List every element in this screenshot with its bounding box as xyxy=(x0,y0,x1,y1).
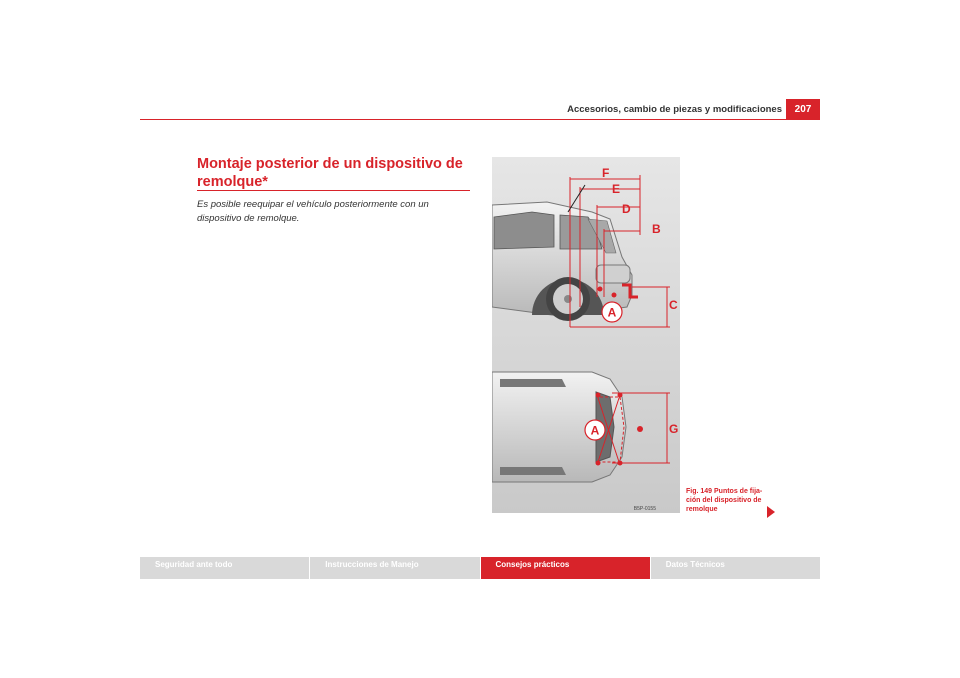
label-e: E xyxy=(612,182,620,196)
tow-ball xyxy=(622,283,638,299)
label-g: G xyxy=(669,422,678,436)
car-top-view xyxy=(491,371,627,483)
tab-instrucciones[interactable]: Instrucciones de Manejo xyxy=(310,557,481,579)
page-number: 207 xyxy=(786,99,820,119)
dimension-lines xyxy=(569,175,670,466)
label-a-top: A xyxy=(584,419,606,441)
intro-text: Es posible reequipar el vehículo posteri… xyxy=(197,199,429,224)
section-title: Montaje posterior de un dispositivo de r… xyxy=(197,156,463,190)
footer-nav: Seguridad ante todo Instrucciones de Man… xyxy=(140,557,820,579)
tab-datos[interactable]: Datos Técnicos xyxy=(650,557,820,579)
header-title: Accesorios, cambio de piezas y modificac… xyxy=(567,104,782,115)
label-a-side: A xyxy=(601,301,623,323)
tow-hitch-figure: F E D B C G A A B5P-0155 xyxy=(491,157,680,513)
figure-caption: Fig. 149 Puntos de fija-ción del disposi… xyxy=(686,488,763,513)
label-a-side-text: A xyxy=(608,306,617,320)
figure-code: B5P-0155 xyxy=(634,506,656,512)
label-f: F xyxy=(602,166,609,180)
tab-consejos[interactable]: Consejos prácticos xyxy=(480,557,651,579)
label-c: C xyxy=(669,298,678,312)
header-rule xyxy=(140,119,820,120)
tab-seguridad[interactable]: Seguridad ante todo xyxy=(140,557,311,579)
section-rule xyxy=(197,190,470,191)
next-page-arrow-icon[interactable] xyxy=(767,506,775,518)
label-d: D xyxy=(622,202,631,216)
mount-points xyxy=(595,286,643,466)
label-a-top-text: A xyxy=(591,424,600,438)
label-b: B xyxy=(652,222,661,236)
